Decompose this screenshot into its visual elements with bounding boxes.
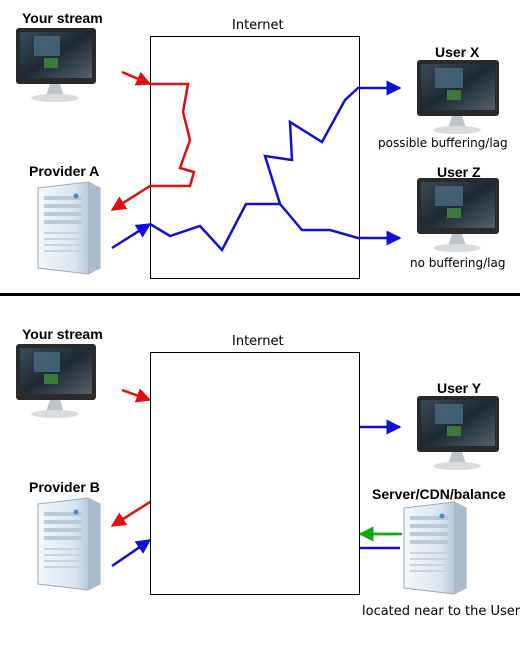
server-cdn-note: located near to the User [362, 604, 520, 619]
panel-divider [0, 293, 520, 296]
source-label-bottom: Your stream [22, 326, 103, 342]
monitor-icon [417, 178, 499, 252]
monitor-icon [417, 396, 499, 470]
monitor-icon [417, 60, 499, 134]
user-x-label: User X [435, 44, 480, 60]
upload-path-top [121, 70, 152, 86]
monitor-icon [16, 28, 96, 102]
upload-path-bottom [121, 388, 152, 403]
provider-b-label: Provider B [29, 479, 100, 495]
delivery-path-top-branch [279, 203, 402, 246]
internet-label-top: Internet [232, 18, 284, 33]
user-x-note: possible buffering/lag [378, 136, 508, 150]
delivery-path-bottom-in [111, 538, 152, 568]
source-label-top: Your stream [22, 10, 103, 26]
upload-path-top-route [110, 82, 196, 212]
server-icon [37, 497, 101, 591]
monitor-icon [16, 344, 96, 418]
delivery-path-top-in [111, 222, 152, 250]
server-cdn-label: Server/CDN/balance [372, 486, 506, 502]
server-icon [37, 181, 101, 275]
delivery-path-top-route [149, 80, 402, 253]
server-icon [403, 501, 467, 595]
user-z-label: User Z [437, 164, 481, 180]
user-y-label: User Y [437, 380, 482, 396]
user-z-note: no buffering/lag [410, 256, 506, 270]
internet-label-bottom: Internet [232, 334, 284, 349]
internet-box-bottom [150, 352, 360, 595]
provider-a-label: Provider A [29, 163, 100, 179]
